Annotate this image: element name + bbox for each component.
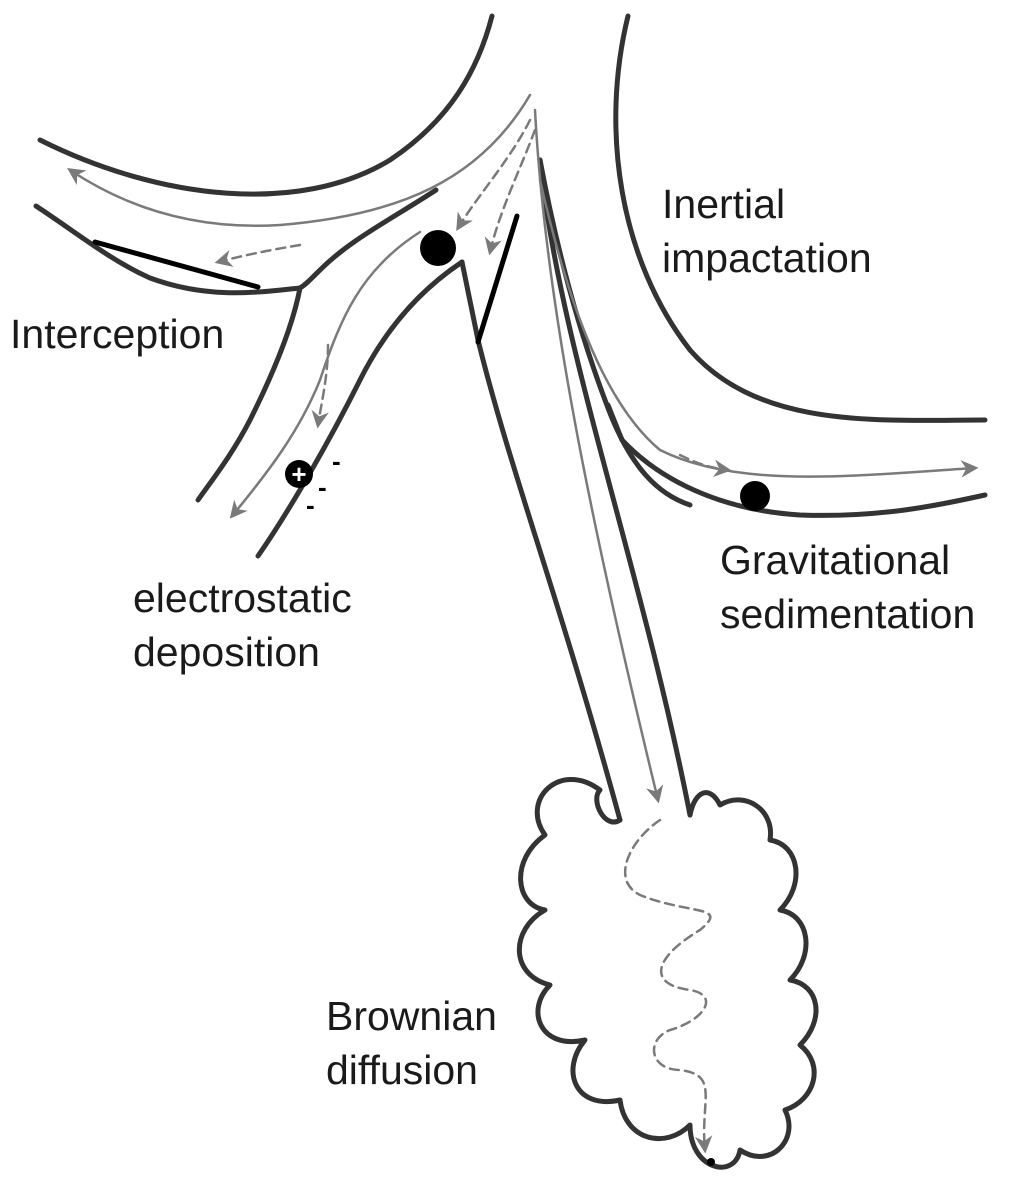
electrostatic-charge-group: + - - - <box>285 446 341 520</box>
wall-left-lower-branch-outer <box>195 285 303 503</box>
label-interception: Interception <box>10 311 224 357</box>
wall-central-right <box>537 157 693 818</box>
wall-right-branch-lower <box>605 402 988 518</box>
interception-deposit <box>92 239 261 290</box>
wall-left-inner <box>297 187 439 291</box>
inertial-deposit <box>475 213 520 345</box>
gravitational-particle <box>740 481 770 511</box>
dash-electrostatic <box>311 343 330 429</box>
label-electrostatic-line2: deposition <box>133 629 320 675</box>
alveolar-sac <box>516 776 819 1170</box>
dash-interception <box>214 243 302 267</box>
flow-lines <box>67 93 979 804</box>
inertial-particle <box>420 230 456 266</box>
flow-left-upper <box>67 93 532 227</box>
charge-minus-3: - <box>306 490 315 520</box>
airway-walls <box>33 13 988 823</box>
flow-central <box>533 108 664 804</box>
wall-upper-left-outer <box>37 13 495 197</box>
label-inertial-line1: Inertial <box>662 181 785 227</box>
dash-gravitational <box>678 453 732 477</box>
particles <box>420 230 770 1166</box>
label-inertial-line2: impactation <box>662 235 872 281</box>
charge-minus-1: - <box>332 446 341 476</box>
dashed-deviation-paths <box>214 118 732 1154</box>
labels: Inertial impactation Interception electr… <box>10 181 975 1093</box>
charge-minus-2: - <box>318 472 327 502</box>
charged-particle-icon <box>285 460 313 488</box>
flow-right-branch <box>538 178 979 478</box>
wall-central-left <box>475 337 623 823</box>
brownian-particle <box>707 1158 715 1166</box>
label-brownian-line2: diffusion <box>326 1047 478 1093</box>
wall-right-upper-outer <box>613 13 988 423</box>
label-electrostatic-line1: electrostatic <box>133 575 352 621</box>
dash-brownian <box>623 818 713 1154</box>
label-gravitational-line1: Gravitational <box>720 537 950 583</box>
wall-carina-left <box>255 259 465 559</box>
wall-carina-tip <box>459 259 481 343</box>
deposit-marks <box>92 213 520 345</box>
wall-upper-right <box>537 157 693 508</box>
wall-left-branch-lower <box>33 203 303 296</box>
dash-inertial-1 <box>456 118 532 231</box>
label-brownian-line1: Brownian <box>326 993 497 1039</box>
dash-inertial-2 <box>484 128 537 256</box>
label-gravitational-line2: sedimentation <box>720 591 975 637</box>
charge-plus: + <box>291 459 306 489</box>
flow-left-lower-branch <box>229 230 422 519</box>
